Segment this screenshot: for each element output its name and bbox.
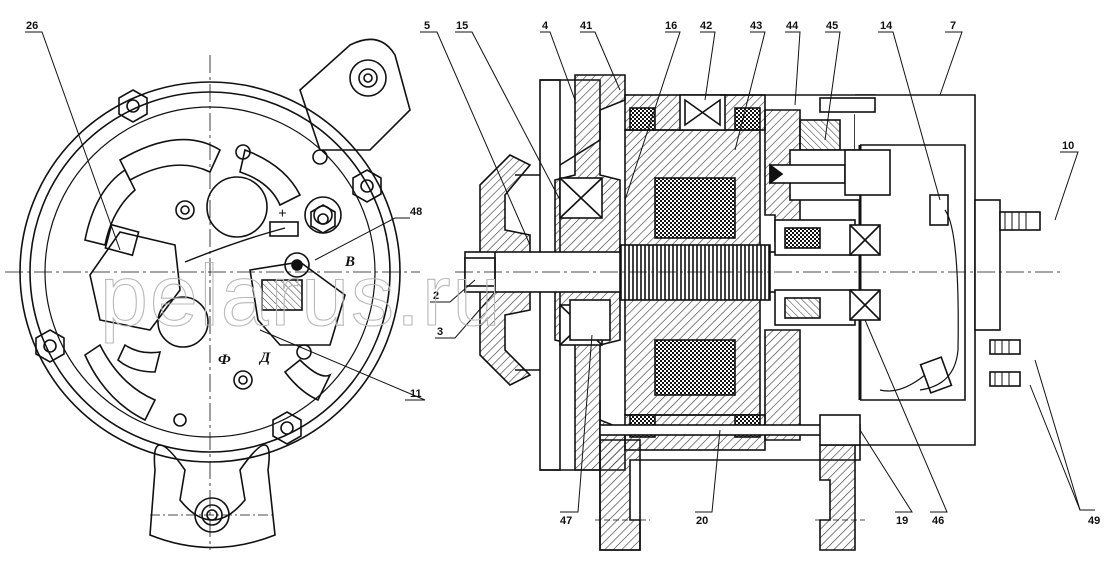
callout-4: 4 bbox=[542, 20, 549, 32]
vent-slot bbox=[83, 343, 157, 422]
watermark: pelarus.ru bbox=[100, 248, 502, 344]
vent-slot bbox=[118, 138, 222, 182]
vent-slot bbox=[283, 358, 332, 402]
callout-3: 3 bbox=[437, 326, 443, 338]
bearing-spacer bbox=[569, 299, 611, 341]
callout-46: 46 bbox=[932, 515, 944, 527]
callout-44: 44 bbox=[786, 20, 799, 32]
rear-mount-foot bbox=[819, 444, 856, 551]
bottom-mounting-foot bbox=[149, 444, 276, 549]
output-terminal-b bbox=[999, 211, 1041, 231]
callout-19: 19 bbox=[896, 515, 908, 527]
callout-11: 11 bbox=[410, 388, 422, 400]
callout-45: 45 bbox=[826, 20, 838, 32]
callout-49: 49 bbox=[1088, 515, 1100, 527]
terminal-f bbox=[989, 371, 1021, 387]
excitation-winding bbox=[654, 177, 736, 239]
callout-26: 26 bbox=[26, 20, 38, 32]
hex-nut bbox=[35, 329, 65, 363]
callout-41: 41 bbox=[580, 20, 592, 32]
section-view bbox=[455, 74, 1060, 551]
tie-bolt-nut bbox=[819, 414, 861, 446]
hex-nut bbox=[118, 89, 148, 123]
terminal-d bbox=[989, 339, 1021, 355]
callout-16: 16 bbox=[665, 20, 677, 32]
callout-43: 43 bbox=[750, 20, 762, 32]
terminal-mark-f: Ф bbox=[218, 352, 231, 368]
terminal-mark-plus: + bbox=[278, 206, 287, 222]
end-view bbox=[5, 38, 420, 550]
hex-nut bbox=[272, 411, 302, 445]
callout-15: 15 bbox=[456, 20, 468, 32]
leader-lines bbox=[25, 31, 1095, 513]
callout-48: 48 bbox=[410, 206, 422, 218]
callout-20: 20 bbox=[696, 515, 708, 527]
front-mount-foot bbox=[599, 439, 641, 551]
vent-slot bbox=[239, 148, 302, 207]
callout-14: 14 bbox=[880, 20, 893, 32]
vent-slot bbox=[84, 168, 136, 246]
top-mounting-ear bbox=[299, 38, 411, 151]
vent-slot bbox=[117, 343, 162, 373]
terminal-block bbox=[974, 199, 1001, 331]
callout-2: 2 bbox=[433, 290, 439, 302]
rotor-stack bbox=[619, 244, 771, 301]
callout-47: 47 bbox=[560, 515, 572, 527]
callout-labels: 26 5 15 4 41 16 42 43 44 45 14 7 10 48 2… bbox=[26, 20, 1100, 527]
callout-7: 7 bbox=[950, 20, 956, 32]
callout-42: 42 bbox=[700, 20, 712, 32]
voltage-regulator bbox=[89, 231, 181, 331]
hex-nut bbox=[352, 169, 382, 203]
terminal-mark-d: Д bbox=[258, 350, 271, 366]
terminal-mark-b: В bbox=[344, 254, 355, 270]
callout-10: 10 bbox=[1062, 140, 1074, 152]
callout-5: 5 bbox=[424, 20, 430, 32]
